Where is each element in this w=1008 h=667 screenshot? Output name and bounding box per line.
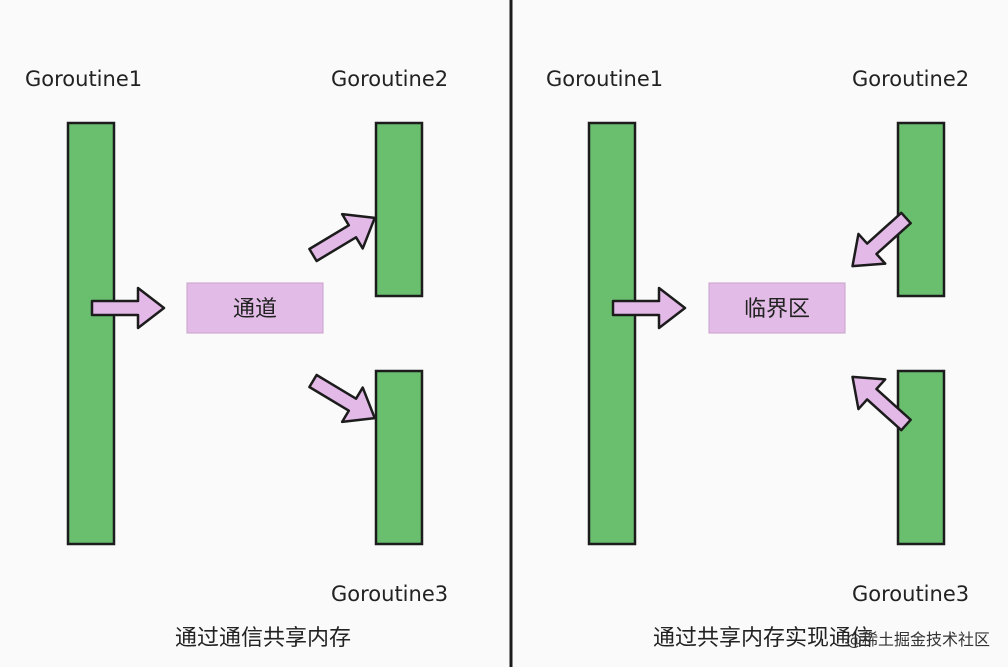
critical-section-box bbox=[708, 282, 846, 334]
left-goroutine3-bar bbox=[374, 369, 424, 546]
right-goroutine3-bar bbox=[896, 369, 946, 546]
left-goroutine3-label: Goroutine3 bbox=[331, 582, 448, 606]
right-arrow-g1-to-critical bbox=[611, 286, 687, 330]
watermark-text: @稀土掘金技术社区 bbox=[846, 630, 990, 649]
right-arrow-g3-to-critical bbox=[851, 375, 912, 432]
critical-section-box-label: 临界区 bbox=[744, 297, 810, 322]
left-arrow-channel-to-g2 bbox=[308, 212, 376, 263]
left-panel: Goroutine1 Goroutine2 Goroutine3 通道 通过通信… bbox=[25, 67, 448, 651]
left-goroutine1-bar bbox=[66, 121, 116, 546]
channel-box bbox=[186, 282, 324, 334]
right-panel: Goroutine1 Goroutine2 Goroutine3 临界区 通过共… bbox=[546, 67, 969, 651]
right-arrow-g2-to-critical bbox=[851, 211, 912, 268]
left-caption: 通过通信共享内存 bbox=[175, 626, 351, 651]
right-goroutine1-label: Goroutine1 bbox=[546, 67, 663, 91]
right-goroutine2-label: Goroutine2 bbox=[852, 67, 969, 91]
left-arrow-channel-to-g3 bbox=[308, 373, 376, 424]
right-goroutine1-bar bbox=[587, 121, 637, 546]
left-arrow-g1-to-channel bbox=[90, 286, 166, 330]
right-goroutine3-label: Goroutine3 bbox=[852, 582, 969, 606]
channel-box-label: 通道 bbox=[233, 297, 277, 322]
right-caption: 通过共享内存实现通信 bbox=[653, 626, 873, 651]
left-goroutine2-bar bbox=[374, 121, 424, 298]
right-goroutine2-bar bbox=[896, 121, 946, 298]
left-goroutine1-label: Goroutine1 bbox=[25, 67, 142, 91]
left-goroutine2-label: Goroutine2 bbox=[331, 67, 448, 91]
